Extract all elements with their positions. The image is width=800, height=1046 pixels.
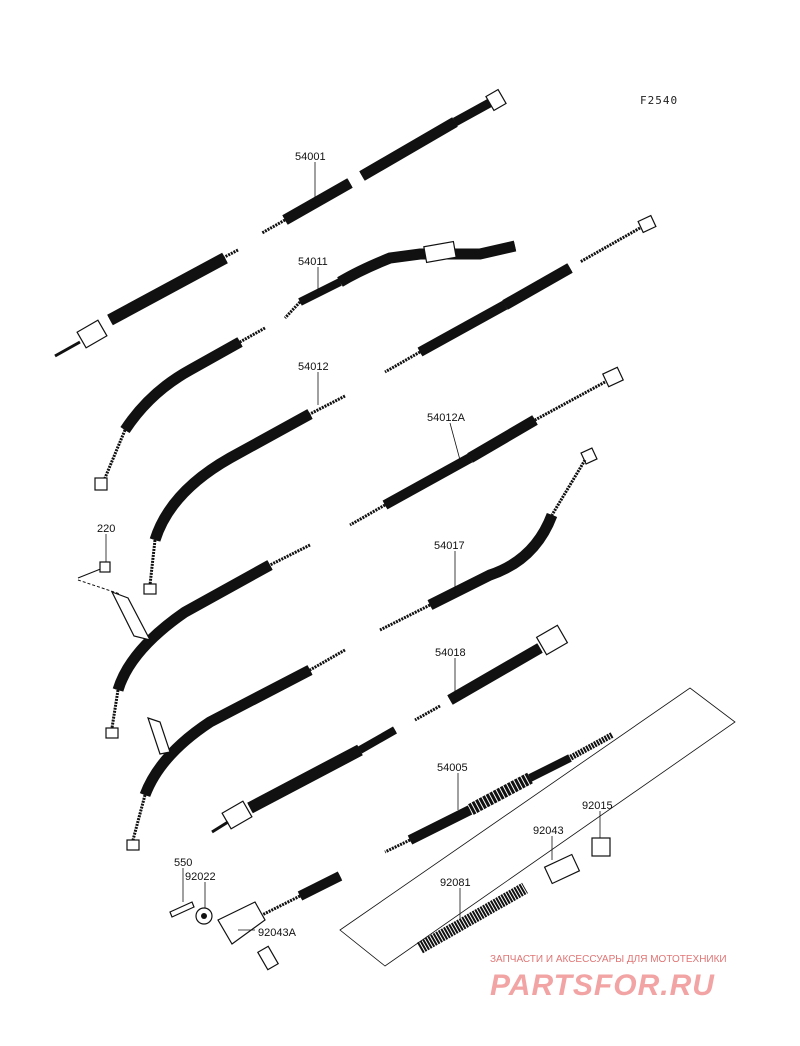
part-92022[interactable] bbox=[195, 907, 213, 925]
label-54017: 54017 bbox=[434, 540, 465, 552]
watermark-brand: PARTSFOR.RU bbox=[490, 969, 715, 1002]
kit-outline bbox=[339, 687, 736, 967]
label-92015: 92015 bbox=[582, 800, 613, 812]
label-54005: 54005 bbox=[437, 762, 468, 774]
cable-54012[interactable] bbox=[143, 214, 657, 595]
label-54012: 54012 bbox=[298, 361, 329, 373]
figure-code: F2540 bbox=[640, 94, 678, 107]
cable-54012A[interactable] bbox=[105, 366, 625, 739]
label-54011: 54011 bbox=[298, 256, 328, 268]
label-550: 550 bbox=[174, 857, 192, 869]
leaders bbox=[105, 162, 601, 931]
part-92043[interactable] bbox=[543, 853, 581, 885]
label-92022: 92022 bbox=[185, 871, 216, 883]
part-92015[interactable] bbox=[591, 837, 611, 857]
label-54012A: 54012A bbox=[427, 412, 466, 424]
part-92081[interactable] bbox=[417, 882, 528, 954]
part-92043A[interactable] bbox=[217, 901, 280, 971]
bracket-220[interactable] bbox=[77, 561, 152, 641]
label-92043: 92043 bbox=[533, 825, 564, 837]
label-54018: 54018 bbox=[435, 647, 466, 659]
cable-54017[interactable] bbox=[126, 447, 598, 851]
watermark-tagline: ЗАПЧАСТИ И АКСЕССУАРЫ ДЛЯ МОТОТЕХНИКИ bbox=[490, 954, 727, 965]
label-220: 220 bbox=[97, 523, 115, 535]
cable-54011[interactable] bbox=[94, 240, 517, 491]
part-550[interactable] bbox=[169, 901, 195, 918]
label-92043A: 92043A bbox=[258, 927, 297, 939]
label-54001: 54001 bbox=[295, 151, 326, 163]
cable-54018[interactable] bbox=[211, 624, 569, 834]
label-92081: 92081 bbox=[440, 877, 471, 889]
cable-54005[interactable] bbox=[261, 732, 614, 917]
cable-54001[interactable] bbox=[54, 88, 507, 358]
